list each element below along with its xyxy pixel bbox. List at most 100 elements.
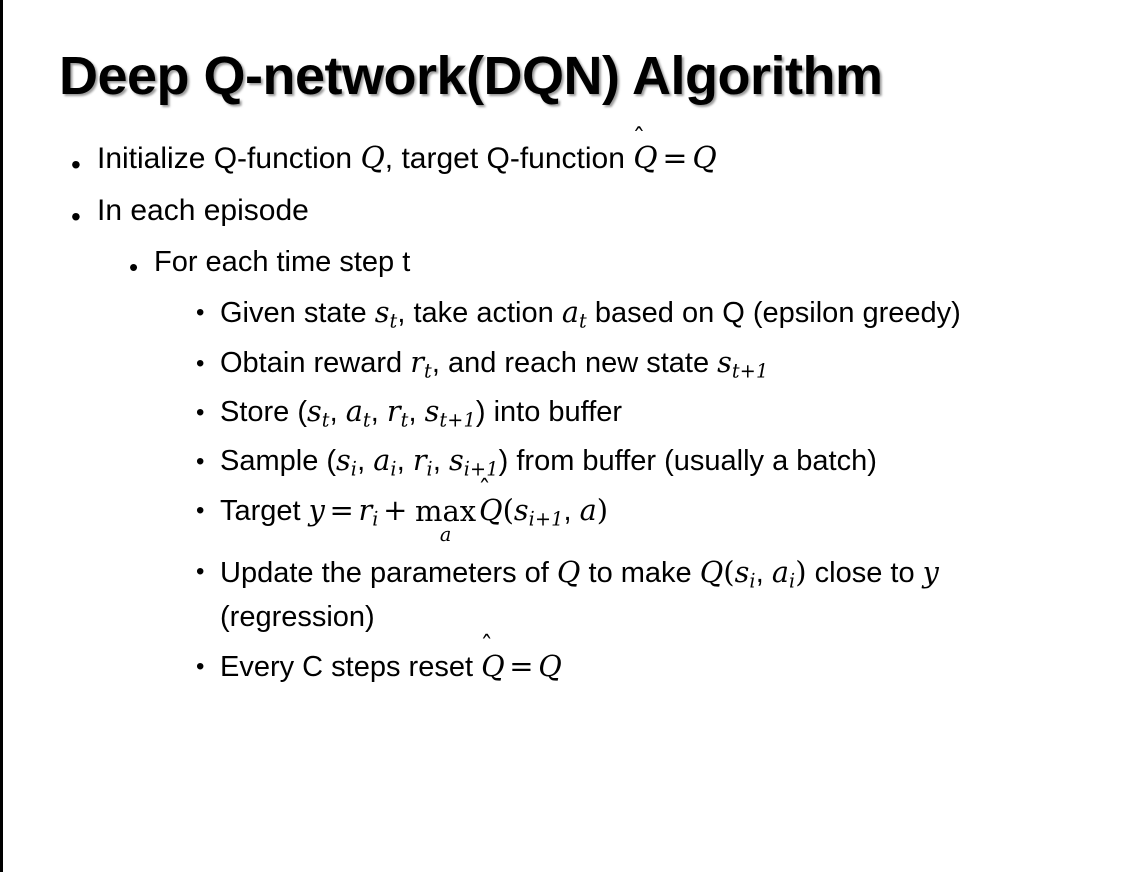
list-item-initialize: • Initialize Q-function Q, target Q-func… [3, 140, 1124, 179]
math-comma: , [563, 494, 580, 527]
bullet-icon: • [129, 252, 139, 282]
math-var-r: r [412, 442, 427, 477]
math-paren-open: ( [502, 492, 514, 527]
math-subscript: t [389, 309, 398, 333]
math-var-qhat: Q̂ [633, 141, 658, 176]
max-underset-var: a [439, 523, 452, 547]
math-subscript: t [578, 309, 587, 333]
math-subscript: i [372, 507, 379, 531]
list-item-each-episode: • In each episode [3, 192, 1124, 231]
math-var-y: y [922, 554, 939, 589]
text-fragment: close to [806, 556, 923, 589]
text-fragment: Update the parameters of [220, 556, 557, 589]
text-fragment: to make [580, 556, 700, 589]
math-subscript: i+1 [528, 507, 564, 531]
text-fragment: Sample ( [220, 444, 337, 477]
list-item-text: For each time step t [154, 246, 411, 278]
list-item-text: Sample (si, ai, ri, si+1) from buffer (u… [220, 440, 1124, 483]
math-var-q1: Q [556, 554, 581, 589]
page-title: Deep Q-network(DQN) Algorithm [59, 46, 883, 106]
list-item-text: Store (st, at, rt, st+1) into buffer [220, 391, 1124, 434]
bullet-icon: • [196, 653, 205, 681]
list-item-obtain-reward: • Obtain reward rt, and reach new state … [3, 342, 1124, 385]
math-subscript: i+1 [463, 457, 499, 481]
math-var-s: s [336, 442, 351, 477]
math-comma: , [755, 556, 772, 589]
math-subscript: i [350, 457, 358, 481]
math-var-r: r [386, 393, 401, 428]
math-var-a: a [771, 554, 789, 589]
list-item-store: • Store (st, at, rt, st+1) into buffer [3, 391, 1124, 434]
math-comma: , [396, 444, 413, 477]
bullet-icon: • [71, 201, 81, 232]
list-item-sample: • Sample (si, ai, ri, si+1) from buffer … [3, 440, 1124, 483]
bullet-icon: • [196, 496, 205, 524]
math-subscript: i [426, 457, 433, 481]
math-subscript: t+1 [439, 408, 476, 432]
math-subscript: t [400, 408, 409, 432]
list-item-text: Every C steps reset Q̂=Q [220, 645, 1124, 688]
math-subscript: t+1 [731, 359, 769, 383]
text-fragment: Every C steps reset [220, 651, 482, 684]
text-fragment: Obtain reward [220, 346, 411, 379]
text-fragment: ) from buffer (usually a batch) [498, 444, 877, 477]
math-paren-close: ) [596, 492, 609, 527]
bullet-icon: • [196, 349, 205, 377]
math-var-q2: Q [699, 554, 724, 589]
math-var-a: a [579, 492, 597, 527]
math-var-qhat: Q̂ [481, 649, 505, 684]
math-var-a: a [561, 295, 579, 330]
math-plus: + [383, 492, 408, 527]
math-paren-close: ) [795, 554, 807, 589]
text-fragment: Store ( [220, 395, 308, 428]
math-var-s: s [307, 393, 322, 428]
math-var-s2: s [424, 393, 440, 428]
math-paren-open: ( [723, 554, 735, 589]
list-item-text: Initialize Q-function Q, target Q-functi… [97, 140, 1124, 178]
bullet-icon: • [71, 149, 81, 180]
math-var-s: s [513, 492, 529, 527]
text-fragment: , target Q-function [384, 142, 634, 175]
math-comma: , [357, 444, 374, 477]
math-var-s: s [734, 554, 750, 589]
max-label: max [414, 493, 477, 528]
math-var-s2: s [449, 442, 464, 477]
math-var-qhat: Q̂ [479, 492, 503, 527]
math-subscript: i [390, 457, 397, 481]
list-item-reset: • Every C steps reset Q̂=Q [3, 645, 1124, 688]
text-fragment: based on Q (epsilon greedy) [586, 297, 961, 330]
text-fragment: Given state [220, 297, 375, 330]
bullet-icon: • [196, 557, 205, 585]
math-subscript: t [362, 408, 371, 432]
math-var-r: r [410, 344, 424, 379]
math-comma: , [370, 395, 387, 428]
math-equals: = [509, 649, 534, 684]
bullet-icon: • [196, 299, 205, 327]
math-var-s: s [374, 295, 390, 330]
math-var-a: a [373, 442, 391, 477]
math-subscript: i [788, 569, 796, 593]
math-var-r: r [358, 492, 373, 527]
math-equals: = [662, 141, 688, 176]
text-fragment: Target [220, 494, 309, 527]
text-fragment: ) into buffer [475, 395, 623, 428]
math-comma: , [432, 444, 449, 477]
list-item-update: • Update the parameters of Q to make Q(s… [3, 550, 1124, 640]
math-subscript: i [749, 569, 756, 593]
list-item-text: Obtain reward rt, and reach new state st… [220, 342, 1124, 385]
math-comma: , [329, 395, 346, 428]
list-item-given-state: • Given state st, take action at based o… [3, 291, 1124, 335]
math-var-q: Q [360, 141, 385, 176]
list-item-time-step: • For each time step t [3, 244, 1124, 280]
text-fragment: (regression) [220, 601, 375, 634]
math-var-s: s [717, 344, 732, 379]
math-var-q: Q [538, 649, 562, 684]
math-subscript: t [321, 408, 330, 432]
math-subscript: t [423, 359, 432, 383]
math-equals: = [329, 492, 354, 527]
algorithm-outline: • Initialize Q-function Q, target Q-func… [3, 140, 1124, 694]
